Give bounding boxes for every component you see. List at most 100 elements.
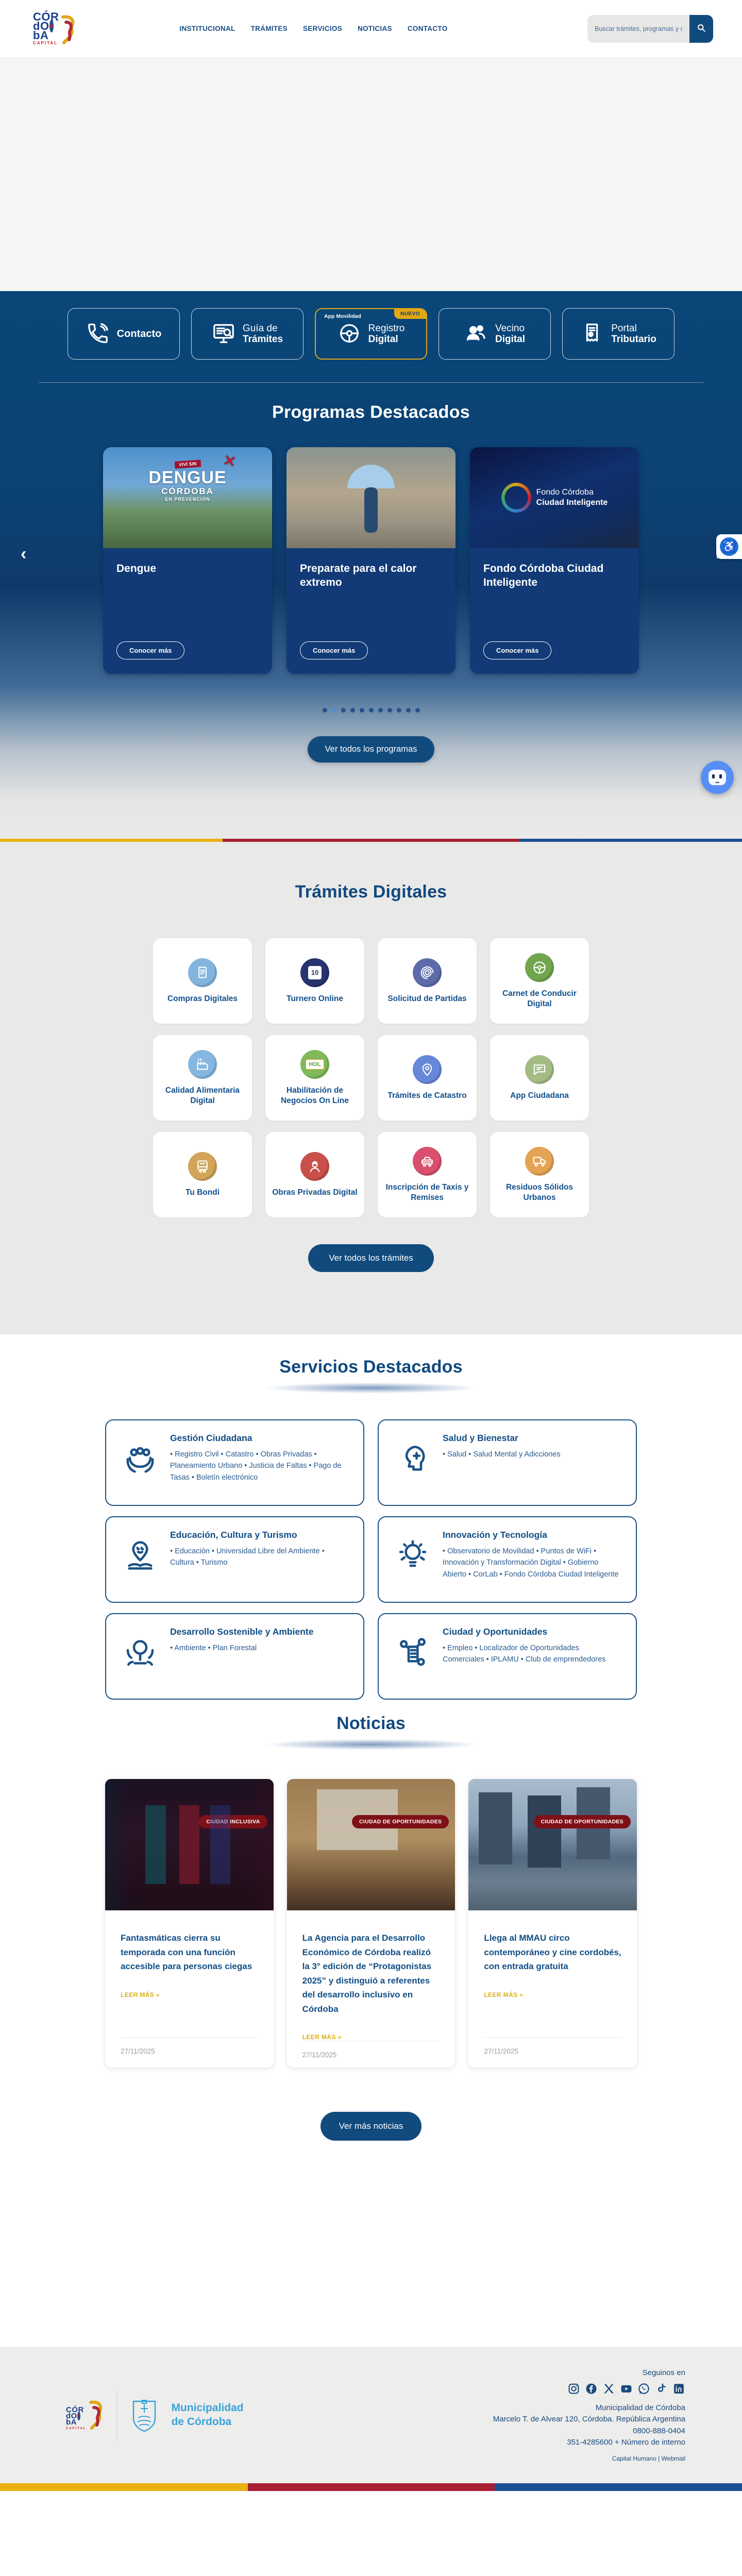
programa-image: Fondo Córdoba Ciudad Inteligente — [470, 447, 639, 548]
carousel-dot[interactable] — [396, 708, 401, 713]
registro-digital-button[interactable]: App Movilidad NUEVO Registro Digital — [315, 308, 427, 360]
nav-tramites[interactable]: TRÁMITES — [250, 25, 288, 32]
tramite-label: Compras Digitales — [167, 994, 238, 1003]
tramite-taxis-remises[interactable]: Inscripción de Taxis y Remises — [378, 1132, 477, 1217]
tramite-catastro[interactable]: Trámites de Catastro — [378, 1035, 477, 1121]
tramite-tu-bondi[interactable]: Tu Bondi — [153, 1132, 252, 1217]
ver-mas-noticias-button[interactable]: Ver más noticias — [320, 2112, 422, 2141]
conocer-mas-button[interactable]: Conocer más — [116, 641, 185, 659]
noticia-card[interactable]: CIUDAD INCLUSIVA Fantasmáticas cierra su… — [105, 1779, 274, 2067]
servicio-gestion-ciudadana[interactable]: Gestión Ciudadana • Registro Civil • Cat… — [105, 1419, 364, 1506]
carousel-dot[interactable] — [378, 708, 383, 713]
programa-card-fondo[interactable]: Fondo Córdoba Ciudad Inteligente Fondo C… — [470, 447, 639, 674]
x-icon[interactable] — [602, 2382, 615, 2395]
phone-icon — [86, 321, 110, 347]
footer-org: Municipalidad de Córdoba — [595, 2403, 685, 2412]
footer-wordmark: Municipalidad de Córdoba — [171, 2402, 244, 2428]
programa-card-body: Preparate para el calor extremo Conocer … — [286, 548, 456, 674]
quick-access-label: Guía de Trámites — [242, 323, 283, 345]
programas-section: Contacto Guía de Trámites App Movilidad … — [0, 291, 742, 839]
carousel-dot[interactable] — [322, 708, 327, 713]
noticias-grid: CIUDAD INCLUSIVA Fantasmáticas cierra su… — [105, 1779, 637, 2067]
carousel-dot[interactable] — [331, 708, 336, 713]
search-icon — [696, 23, 706, 35]
carousel-dots[interactable] — [0, 708, 742, 713]
cordoba-capital-logo[interactable]: CÓR dO• bA CAPITAL — [66, 2400, 104, 2430]
search-button[interactable] — [689, 14, 713, 43]
conocer-mas-button[interactable]: Conocer más — [483, 641, 552, 659]
vecino-digital-button[interactable]: Vecino Digital — [439, 308, 551, 360]
tramite-obras-privadas[interactable]: Obras Privadas Digital — [265, 1132, 364, 1217]
tramite-habilitacion-negocios[interactable]: HOL Habilitación de Negocios On Line — [265, 1035, 364, 1121]
contacto-button[interactable]: Contacto — [68, 308, 180, 360]
heading-shadow — [260, 1739, 482, 1750]
cordoba-capital-logo[interactable]: CÓR dO• bA CAPITAL — [33, 11, 76, 45]
chatbot-widget[interactable] — [701, 761, 734, 794]
tramite-label: Calidad Alimentaria Digital — [165, 1086, 240, 1105]
instagram-icon[interactable] — [567, 2382, 580, 2395]
divider-blue — [519, 839, 742, 842]
nav-contacto[interactable]: CONTACTO — [407, 25, 448, 32]
quick-access-label: Registro Digital — [368, 323, 405, 345]
tramite-calidad-alimentaria[interactable]: Calidad Alimentaria Digital — [153, 1035, 252, 1121]
linkedin-icon[interactable] — [672, 2382, 685, 2395]
conocer-mas-button[interactable]: Conocer más — [300, 641, 368, 659]
noticia-card[interactable]: CIUDAD DE OPORTUNIDADES Llega al MMAU ci… — [468, 1779, 637, 2067]
logo-caption: CAPITAL — [33, 40, 58, 45]
programas-title: Programas Destacados — [272, 402, 470, 422]
tramite-label: Inscripción de Taxis y Remises — [385, 1183, 469, 1202]
leer-mas-link[interactable]: LEER MÁS » — [121, 1991, 160, 1998]
servicio-innovacion-tecnologia[interactable]: Innovación y Tecnología • Observatorio d… — [378, 1516, 637, 1603]
ver-todos-tramites-button[interactable]: Ver todos los trámites — [308, 1244, 434, 1272]
divider-yellow — [0, 839, 223, 842]
whatsapp-icon[interactable] — [637, 2382, 650, 2395]
noticias-section: Noticias CIUDAD INCLUSIVA Fantasmáticas … — [0, 1695, 742, 2347]
portal-tributario-button[interactable]: Portal Tributario — [562, 308, 674, 360]
tramite-residuos-solidos[interactable]: Residuos Sólidos Urbanos — [490, 1132, 589, 1217]
tramite-label: Obras Privadas Digital — [272, 1188, 358, 1197]
categoria-badge: CIUDAD INCLUSIVA — [199, 1815, 267, 1828]
tramite-compras-digitales[interactable]: Compras Digitales — [153, 938, 252, 1024]
tramite-solicitud-partidas[interactable]: Solicitud de Partidas — [378, 938, 477, 1024]
tiktok-icon[interactable] — [655, 2382, 668, 2395]
tramite-app-ciudadana[interactable]: App Ciudadana — [490, 1035, 589, 1121]
servicio-educacion-cultura-turismo[interactable]: Educación, Cultura y Turismo • Educación… — [105, 1516, 364, 1603]
noticia-card[interactable]: CIUDAD DE OPORTUNIDADES La Agencia para … — [286, 1779, 456, 2067]
youtube-icon[interactable] — [620, 2382, 633, 2395]
dengue-image-overlay: VIVÍ SIN DENGUE CÓRDOBA EN PREVENCIÓN ✕ — [148, 451, 238, 502]
facebook-icon[interactable] — [585, 2382, 598, 2395]
carousel-dot[interactable] — [350, 708, 355, 713]
head-heart-icon — [396, 1442, 429, 1478]
bulb-icon — [396, 1539, 429, 1574]
leer-mas-link[interactable]: LEER MÁS » — [484, 1991, 524, 1998]
servicio-title: Gestión Ciudadana — [170, 1433, 252, 1443]
carousel-dot[interactable] — [341, 708, 346, 713]
leer-mas-link[interactable]: LEER MÁS » — [302, 2033, 342, 2041]
carousel-dot[interactable] — [368, 708, 374, 713]
servicio-desarrollo-sostenible[interactable]: Desarrollo Sostenible y Ambiente • Ambie… — [105, 1613, 364, 1700]
accessibility-widget[interactable]: ♿ — [716, 534, 742, 559]
carousel-dot[interactable] — [387, 708, 392, 713]
carousel-dot[interactable] — [415, 708, 420, 713]
guia-tramites-button[interactable]: Guía de Trámites — [191, 308, 303, 360]
taxi-icon — [413, 1147, 442, 1176]
tramite-turnero-online[interactable]: 10 Turnero Online — [265, 938, 364, 1024]
quick-access-row: Contacto Guía de Trámites App Movilidad … — [0, 291, 742, 360]
footer-internal-links[interactable]: Capital Humano | Webmail — [612, 2454, 685, 2462]
logo-line: dO• — [33, 19, 54, 32]
tramite-carnet-conducir[interactable]: Carnet de Conducir Digital — [490, 938, 589, 1024]
carousel-dot[interactable] — [406, 708, 411, 713]
programa-card-dengue[interactable]: VIVÍ SIN DENGUE CÓRDOBA EN PREVENCIÓN ✕ … — [103, 447, 272, 674]
chevron-left-icon[interactable]: ‹ — [21, 544, 27, 564]
servicio-salud-bienestar[interactable]: Salud y Bienestar • Salud • Salud Mental… — [378, 1419, 637, 1506]
programa-card-title: Fondo Córdoba Ciudad Inteligente — [483, 563, 604, 589]
carousel-dot[interactable] — [359, 708, 364, 713]
divider-red — [223, 839, 519, 842]
nav-institucional[interactable]: INSTITUCIONAL — [179, 25, 235, 32]
nav-noticias[interactable]: NOTICIAS — [357, 25, 392, 32]
nav-servicios[interactable]: SERVICIOS — [302, 25, 342, 32]
search-input[interactable] — [587, 14, 689, 43]
programa-card-calor[interactable]: Preparate para el calor extremo Conocer … — [286, 447, 456, 674]
ver-todos-programas-button[interactable]: Ver todos los programas — [307, 736, 435, 762]
servicio-ciudad-oportunidades[interactable]: Ciudad y Oportunidades • Empleo • Locali… — [378, 1613, 637, 1700]
